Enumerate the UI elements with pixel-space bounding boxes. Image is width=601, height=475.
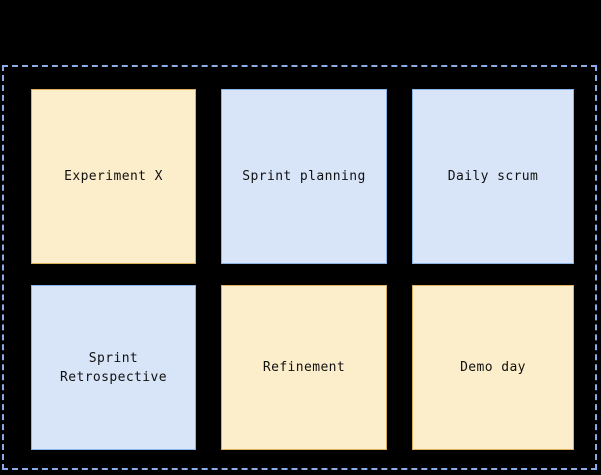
card-sprint-planning[interactable]: Sprint planning bbox=[221, 89, 387, 264]
card-label: Refinement bbox=[262, 360, 346, 375]
card-sprint-retrospective[interactable]: Sprint Retrospective bbox=[31, 285, 196, 450]
card-demo-day[interactable]: Demo day bbox=[412, 285, 574, 450]
card-label: Demo day bbox=[460, 360, 526, 375]
board-dashed-region: Experiment X Sprint planning Daily scrum… bbox=[2, 65, 597, 470]
card-daily-scrum[interactable]: Daily scrum bbox=[412, 89, 574, 264]
card-label: Experiment X bbox=[64, 169, 163, 184]
card-experiment-x[interactable]: Experiment X bbox=[31, 89, 196, 264]
card-label: Daily scrum bbox=[447, 169, 539, 184]
card-label: Sprint planning bbox=[242, 169, 366, 184]
card-grid: Experiment X Sprint planning Daily scrum… bbox=[31, 89, 574, 450]
card-label: Sprint Retrospective bbox=[60, 350, 167, 385]
card-refinement[interactable]: Refinement bbox=[221, 285, 387, 450]
